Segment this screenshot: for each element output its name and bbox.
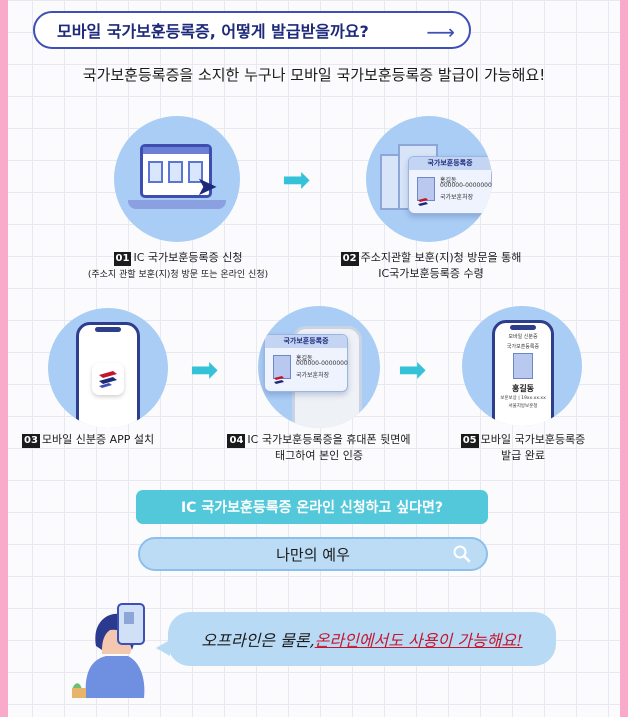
- emblem-icon: [418, 198, 428, 206]
- emblem-icon: [274, 376, 284, 384]
- arrow-step4-step5-icon: ➡: [398, 350, 427, 390]
- phone-icon: [76, 322, 140, 428]
- phone-mobile-card: 모바일 신분증 국가보훈등록증 홍길동 보훈보상 | 19xx.xx.xx 서울…: [492, 320, 554, 426]
- app-logo-icon: [92, 363, 124, 395]
- speech-bubble: 오프라인은 물론, 온라인에서도 사용이 가능해요!: [168, 612, 556, 666]
- woman-with-phone-illustration: [72, 603, 145, 698]
- bubble-text-part1: 오프라인은 물론,: [201, 631, 315, 650]
- search-icon[interactable]: [452, 544, 472, 564]
- step1-illustration: ➤: [114, 116, 240, 242]
- online-apply-banner: IC 국가보훈등록증 온라인 신청하고 싶다면?: [136, 490, 488, 524]
- bubble-text-emphasis: 온라인에서도 사용이 가능해요!: [314, 631, 523, 650]
- step5-illustration: 모바일 신분증 국가보훈등록증 홍길동 보훈보상 | 19xx.xx.xx 서울…: [462, 306, 582, 426]
- cursor-icon: ➤: [196, 172, 218, 202]
- person-photo-icon: [513, 353, 533, 379]
- right-pink-edge: [620, 0, 628, 717]
- arrow-right-icon: ⟶: [426, 20, 455, 44]
- id-card-tap: 국가보훈등록증 홍길동 000000-0000000 국가보훈처장: [264, 334, 348, 392]
- arrow-step1-step2-icon: ➡: [282, 160, 311, 200]
- search-text: 나만의 예우: [276, 545, 350, 564]
- step2-illustration: 국가보훈등록증 홍길동 000000-0000000 국가보훈처장: [366, 116, 492, 242]
- arrow-step3-step4-icon: ➡: [190, 350, 219, 390]
- step3-illustration: [48, 308, 168, 428]
- laptop-icon: [140, 144, 212, 198]
- page-title-pill: 모바일 국가보훈등록증, 어떻게 발급받을까요? ⟶: [33, 11, 471, 49]
- page-subtitle: 국가보훈등록증을 소지한 누구나 모바일 국가보훈등록증 발급이 가능해요!: [82, 66, 546, 84]
- search-bar[interactable]: 나만의 예우: [138, 537, 488, 571]
- id-card: 국가보훈등록증 홍길동 000000-0000000 국가보훈처장: [408, 156, 492, 214]
- page-title: 모바일 국가보훈등록증, 어떻게 발급받을까요?: [57, 22, 369, 41]
- left-pink-edge: [0, 0, 8, 717]
- step4-illustration: 국가보훈등록증 홍길동 000000-0000000 국가보훈처장: [258, 306, 380, 428]
